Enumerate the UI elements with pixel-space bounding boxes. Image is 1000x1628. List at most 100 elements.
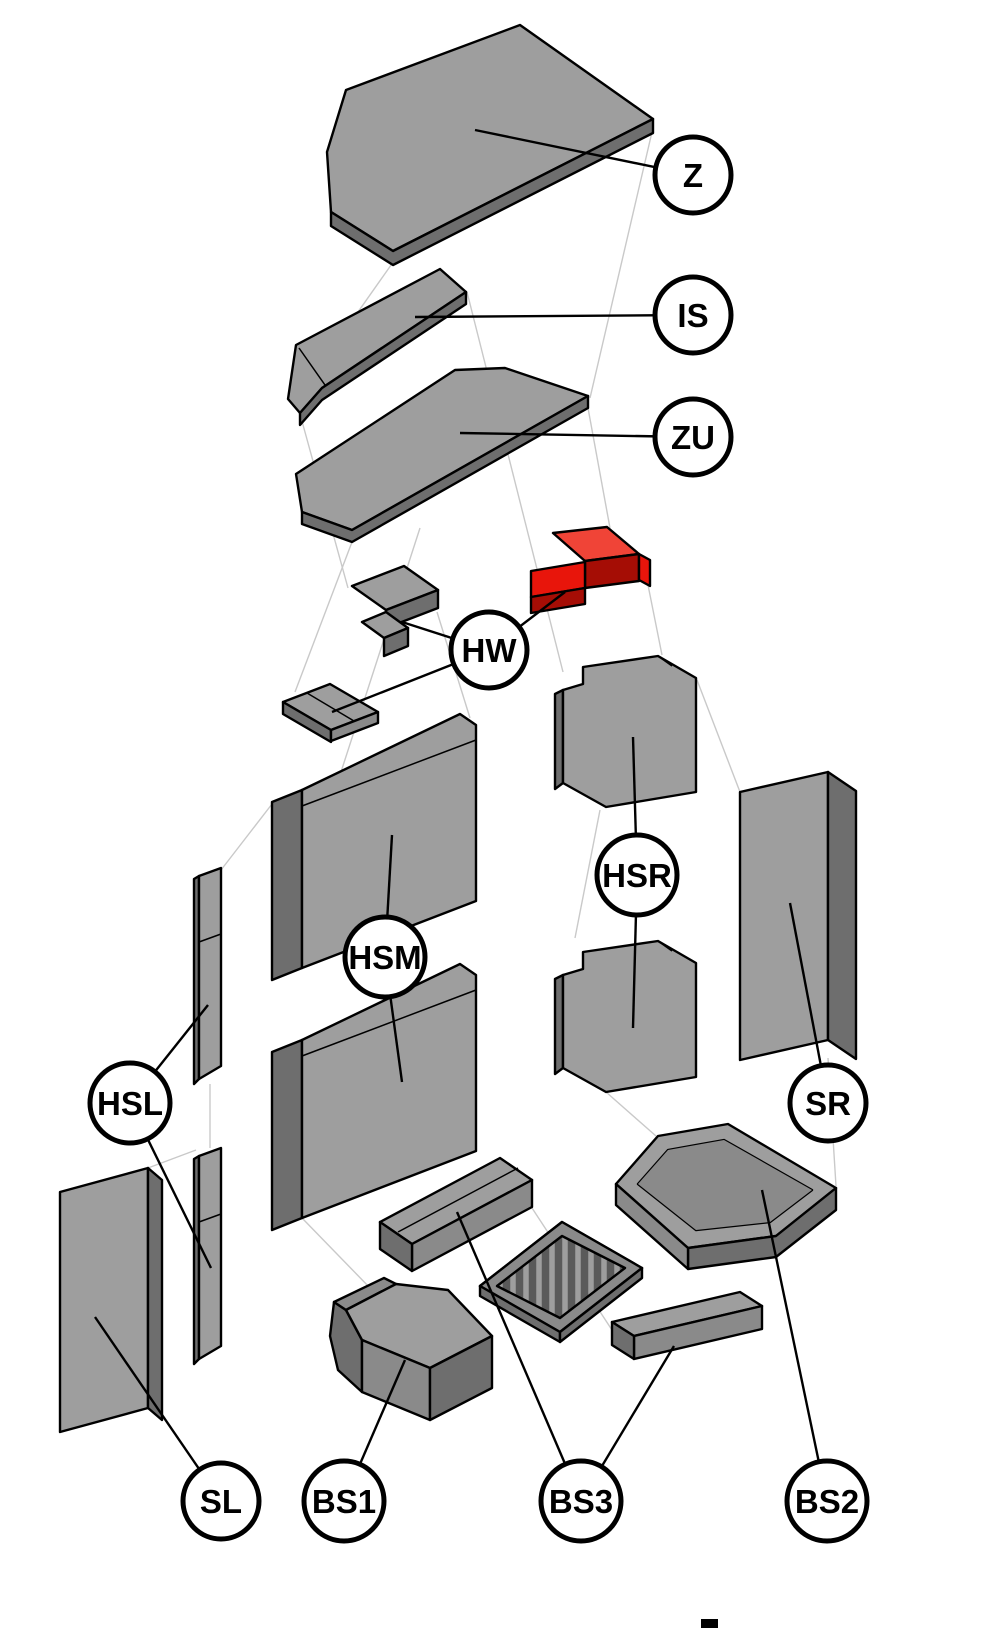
label-sr-circle [787, 1062, 869, 1144]
part-bs3-long-bar [378, 1156, 534, 1273]
part-hsl-lower-notch [198, 1213, 222, 1223]
label-bs1-circle [301, 1458, 387, 1544]
part-sr-front-face [738, 770, 830, 1062]
part-zu [294, 366, 590, 544]
leader-line-bs2 [760, 1189, 829, 1502]
leader-line-bs3-1 [455, 1211, 583, 1502]
label-bs2-text: BS2 [795, 1483, 859, 1520]
label-sl-text: SL [200, 1483, 242, 1520]
part-label-hsr: HSR [594, 832, 680, 918]
part-sl [58, 1166, 164, 1434]
guide-line [294, 541, 353, 693]
label-bs1-text: BS1 [312, 1483, 376, 1520]
guide-line [696, 679, 741, 793]
part-label-is: IS [652, 274, 734, 356]
label-z-circle [652, 134, 734, 216]
label-zu-text: ZU [671, 419, 715, 456]
part-hsr-upper-front-face [561, 654, 698, 809]
guide-line [301, 1217, 373, 1291]
part-hsm-upper-front-face [300, 712, 478, 970]
part-bs3-long-end-face [378, 1220, 414, 1273]
guide-line [147, 1149, 197, 1169]
label-hw-text: HW [462, 632, 518, 669]
part-hsm-lower-front-face [300, 962, 478, 1220]
part-sr [738, 770, 858, 1062]
label-hsl-circle [87, 1060, 173, 1146]
part-label-sl: SL [180, 1460, 262, 1542]
label-sl-circle [180, 1460, 262, 1542]
label-bs2-circle [784, 1458, 870, 1544]
part-hsm-upper-groove [301, 739, 477, 807]
part-label-bs3: BS3 [538, 1458, 624, 1544]
part-hsr-lower [553, 939, 698, 1094]
label-sr-text: SR [805, 1085, 851, 1122]
part-bs3-small-bar [610, 1290, 764, 1361]
guide-line [647, 584, 663, 656]
part-is-fold-line [298, 347, 326, 386]
part-hw-flat-right-edge [329, 710, 380, 743]
part-z-front-edge [329, 117, 655, 267]
part-hsr-lower-fold-line [657, 940, 673, 952]
part-bs2 [614, 1122, 838, 1271]
label-hsl-text: HSL [97, 1085, 163, 1122]
part-sl-front-face [58, 1166, 150, 1434]
label-hsr-circle [594, 832, 680, 918]
cropped-ui-artifact [701, 1619, 718, 1628]
label-z-text: Z [683, 157, 703, 194]
part-bs3-long-channel-line [397, 1167, 519, 1233]
label-bs3-text: BS3 [549, 1483, 613, 1520]
guide-line [220, 803, 273, 871]
part-hw-red-right-lip [637, 552, 652, 588]
part-is [286, 267, 468, 427]
part-zu-front-edge [300, 394, 590, 544]
part-hsm-upper [270, 712, 478, 982]
part-label-zu: ZU [652, 396, 734, 478]
part-sr-right-face [826, 770, 858, 1061]
label-hw-circle [448, 609, 530, 691]
leader-line-is [414, 313, 694, 319]
part-hw-red-front-face [583, 552, 641, 590]
guide-line [589, 131, 653, 399]
part-bs1 [328, 1276, 494, 1422]
part-bs2-floor [638, 1140, 812, 1230]
part-hsl-upper-front-face [197, 866, 223, 1081]
part-hsm-lower-left-face [270, 1038, 304, 1232]
part-hw-left-step-front [382, 626, 410, 658]
part-hsm-lower [270, 962, 478, 1232]
part-bs3-small-end-face [610, 1320, 636, 1361]
part-zu-top-face [294, 366, 590, 532]
part-label-hw: HW [448, 609, 530, 691]
part-is-front-edge [298, 290, 468, 427]
label-hsr-text: HSR [602, 857, 672, 894]
part-hsl-upper-notch [198, 933, 222, 943]
grate-right-edge [558, 1266, 644, 1344]
part-label-bs1: BS1 [301, 1458, 387, 1544]
part-hw-flat-fold-line [306, 692, 355, 722]
guide-line [574, 809, 601, 939]
part-hsr-lower-front-face [561, 939, 698, 1094]
part-z-top-face [325, 23, 655, 253]
part-hsm-upper-left-face [270, 788, 304, 982]
guide-line [605, 1091, 657, 1137]
part-bs2-left-front-face [614, 1182, 690, 1271]
part-hw-flat-plate [281, 682, 380, 744]
part-hw-left-bracket [350, 564, 440, 658]
label-zu-circle [652, 396, 734, 478]
part-hsr-upper-fold-line [657, 655, 673, 667]
part-z [325, 23, 655, 267]
part-label-hsm: HSM [342, 914, 428, 1000]
label-hsm-text: HSM [348, 939, 421, 976]
part-label-z: Z [652, 134, 734, 216]
part-hsr-upper [553, 654, 698, 809]
part-sl-right-face [146, 1166, 164, 1422]
label-hsm-circle [342, 914, 428, 1000]
part-label-sr: SR [787, 1062, 869, 1144]
part-hsm-lower-groove [301, 989, 477, 1057]
part-grate [478, 1220, 644, 1344]
part-hsl-upper [192, 866, 223, 1086]
label-is-circle [652, 274, 734, 356]
part-bs1-right-face [428, 1334, 494, 1422]
part-label-bs2: BS2 [784, 1458, 870, 1544]
